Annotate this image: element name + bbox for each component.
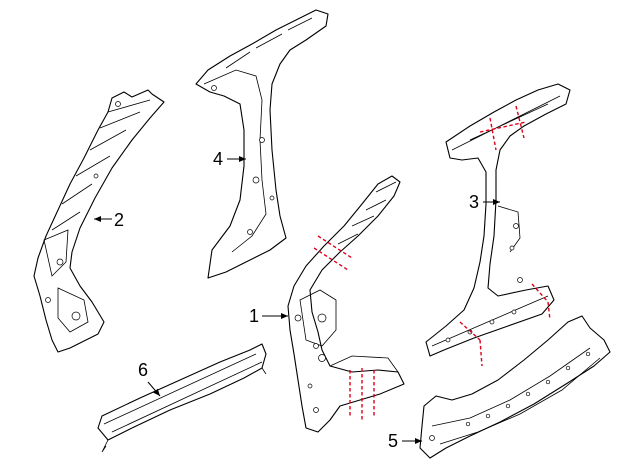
part-2-a-pillar-inner[interactable] xyxy=(33,89,165,353)
part-3-b-pillar-outer[interactable] xyxy=(425,83,571,367)
callout-4: 4 xyxy=(213,149,246,169)
part-6-rocker-reinforcement[interactable] xyxy=(97,343,267,453)
callout-3: 3 xyxy=(469,192,500,212)
callout-1-label: 1 xyxy=(249,306,259,326)
callout-5: 5 xyxy=(388,431,422,451)
callout-2-label: 2 xyxy=(114,210,124,230)
callout-6: 6 xyxy=(138,360,161,397)
part-5-rocker-outer[interactable] xyxy=(419,315,611,459)
callout-4-label: 4 xyxy=(213,149,223,169)
callout-3-label: 3 xyxy=(469,192,479,212)
callout-1: 1 xyxy=(249,306,288,326)
callout-2: 2 xyxy=(94,210,124,230)
callout-6-label: 6 xyxy=(138,360,148,380)
part-4-b-pillar-reinforcement[interactable] xyxy=(195,9,329,279)
callout-5-label: 5 xyxy=(388,431,398,451)
part-1-front-hinge-pillar[interactable] xyxy=(287,175,405,433)
